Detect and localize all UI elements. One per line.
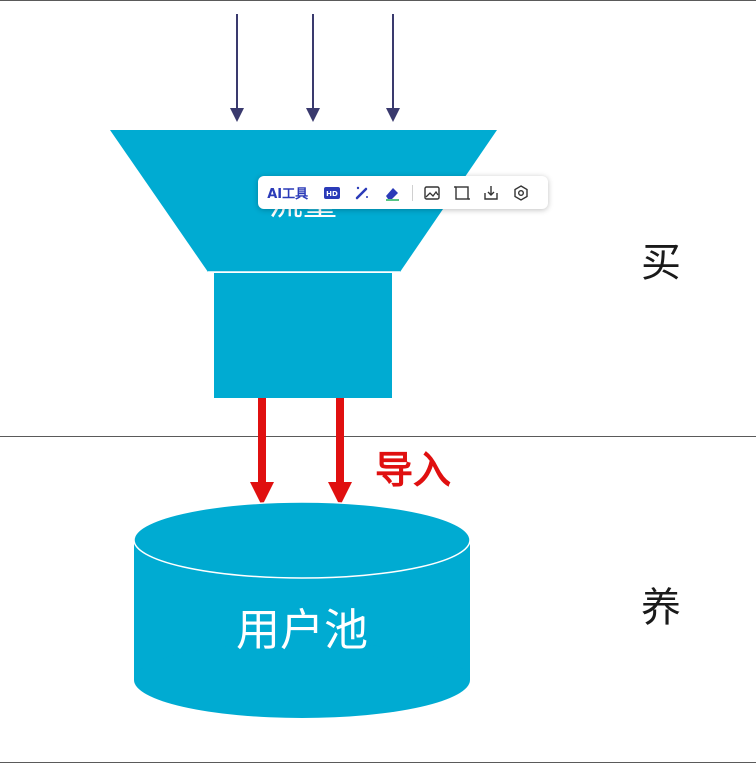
cylinder-top (133, 501, 471, 579)
import-label: 导入 (375, 448, 451, 492)
import-arrow-head (250, 482, 274, 506)
input-arrows (230, 14, 400, 122)
import-arrow-shaft (258, 398, 266, 484)
eraser-icon[interactable] (381, 181, 403, 205)
ai-tools-button[interactable]: AI工具 (267, 187, 309, 202)
settings-icon[interactable] (510, 181, 532, 205)
svg-text:HD: HD (326, 190, 338, 198)
funnel-neck (214, 273, 392, 398)
cylinder-bottom (134, 642, 470, 718)
import-arrows (250, 398, 352, 506)
top-border (0, 0, 756, 1)
divider-line (0, 436, 756, 437)
magic-wand-icon[interactable] (351, 181, 373, 205)
buy-label: 买 (641, 240, 681, 286)
toolbar-separator (412, 184, 414, 201)
download-icon[interactable] (481, 181, 503, 205)
user-pool-label: 用户池 (236, 605, 368, 656)
input-arrow-head (230, 108, 244, 122)
image-edit-icon[interactable] (421, 181, 443, 205)
import-arrow-head (328, 482, 352, 506)
hd-icon[interactable]: HD (321, 181, 343, 205)
import-arrow-shaft (336, 398, 344, 484)
user-pool-cylinder (133, 501, 471, 718)
input-arrow-head (306, 108, 320, 122)
crop-icon[interactable] (451, 181, 473, 205)
raise-label: 养 (641, 585, 681, 631)
bottom-border (0, 762, 756, 763)
image-toolbar: AI工具 HD (258, 176, 548, 209)
input-arrow-head (386, 108, 400, 122)
